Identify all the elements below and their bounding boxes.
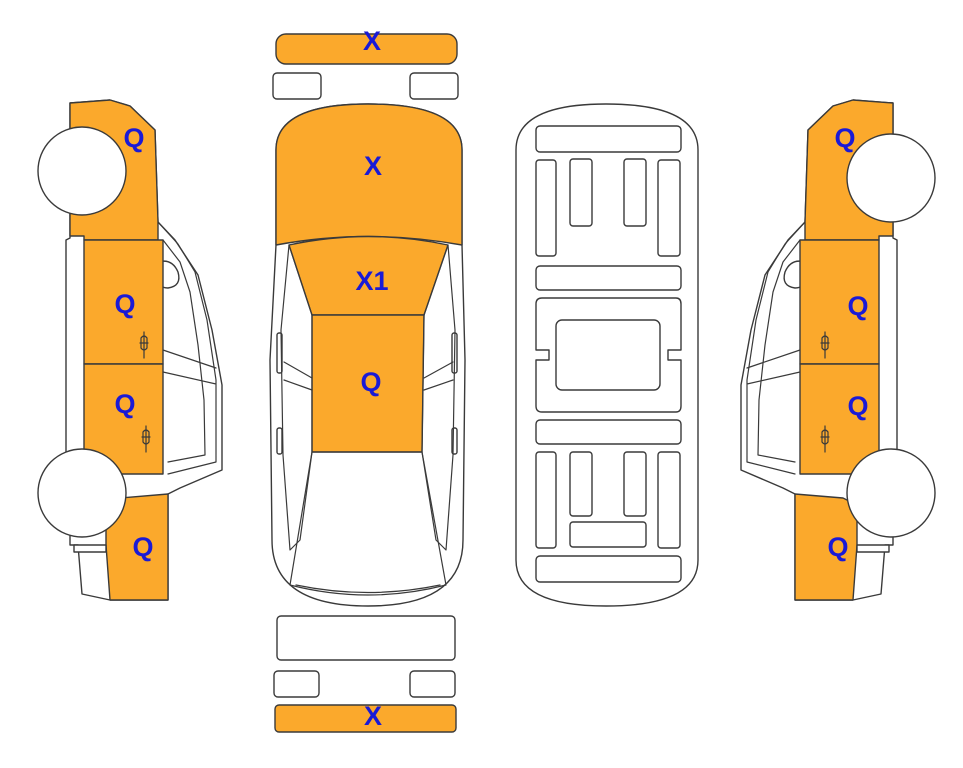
- left-rear-door-handle-icon: [141, 425, 151, 453]
- underside-cross-member-1: [535, 265, 682, 291]
- rear-bumper-panel[interactable]: [274, 704, 457, 733]
- left-rear-wheel: [37, 448, 127, 538]
- rear-window: [289, 451, 447, 596]
- right-front-door-mark: Q: [847, 291, 868, 321]
- underside-rear-right-rail: [657, 451, 681, 549]
- right-rear-quarter-mark: Q: [827, 532, 848, 562]
- underside-view: [515, 103, 699, 607]
- left-taillight: [273, 670, 320, 698]
- left-side-view: Q Q Q Q: [37, 99, 223, 601]
- underside-rear-left-rail: [535, 451, 557, 549]
- underside-rear-bar: [535, 555, 682, 583]
- windshield-mark: X1: [355, 266, 388, 296]
- left-front-fender-mark: Q: [123, 123, 144, 153]
- left-rear-door-mark: Q: [114, 389, 135, 419]
- underside-rear-right-inner: [623, 451, 647, 517]
- left-side-glass: [280, 244, 313, 551]
- right-rear-door-mark: Q: [847, 391, 868, 421]
- underside-front-right-inner: [623, 158, 647, 227]
- right-window-frame: [746, 221, 806, 475]
- hood-mark: X: [364, 151, 382, 181]
- left-side-marker: [276, 427, 283, 455]
- rear-bumper-mark: X: [364, 701, 382, 731]
- right-taillight: [409, 670, 456, 698]
- trunk-line: [295, 584, 441, 594]
- left-front-door-handle-icon: [139, 331, 149, 359]
- right-side-glass: [421, 244, 456, 551]
- left-front-door-panel[interactable]: [83, 239, 164, 365]
- right-front-wheel: [846, 133, 936, 223]
- underside-front-bar: [535, 125, 682, 153]
- right-rear-door-handle-icon: [820, 425, 830, 453]
- trunk-lid: [276, 615, 456, 661]
- left-rear-lamp: [73, 544, 107, 553]
- front-bumper-mark: X: [363, 26, 381, 56]
- right-front-door-handle-icon: [820, 331, 830, 359]
- roof-mark: Q: [360, 367, 381, 397]
- right-rear-lamp: [856, 544, 890, 553]
- right-side-marks: Q Q Q Q: [827, 123, 868, 562]
- left-headlight: [272, 72, 322, 100]
- right-front-door-panel[interactable]: [799, 239, 880, 365]
- left-front-door-mark: Q: [114, 289, 135, 319]
- top-view: X X X1 Q X: [269, 26, 466, 733]
- right-rear-wheel: [846, 448, 936, 538]
- right-front-fender-mark: Q: [834, 123, 855, 153]
- right-rear-door-panel[interactable]: [799, 363, 880, 475]
- right-side-view: [740, 99, 936, 601]
- right-headlight: [409, 72, 459, 100]
- underside-rear-left-inner: [569, 451, 593, 517]
- underside-front-left-rail: [535, 159, 557, 257]
- underside-center-pan: [555, 319, 661, 391]
- underside-exhaust-box: [569, 521, 647, 548]
- underside-cross-member-2: [535, 419, 682, 445]
- left-front-wheel: [37, 126, 127, 216]
- underside-front-left-inner: [569, 158, 593, 227]
- left-window-frame: [157, 221, 217, 475]
- left-rear-quarter-mark: Q: [132, 532, 153, 562]
- front-bumper-panel[interactable]: [275, 33, 458, 65]
- underside-front-right-rail: [657, 159, 681, 257]
- right-pillar-lines: [423, 361, 454, 391]
- left-pillar-lines: [283, 361, 313, 391]
